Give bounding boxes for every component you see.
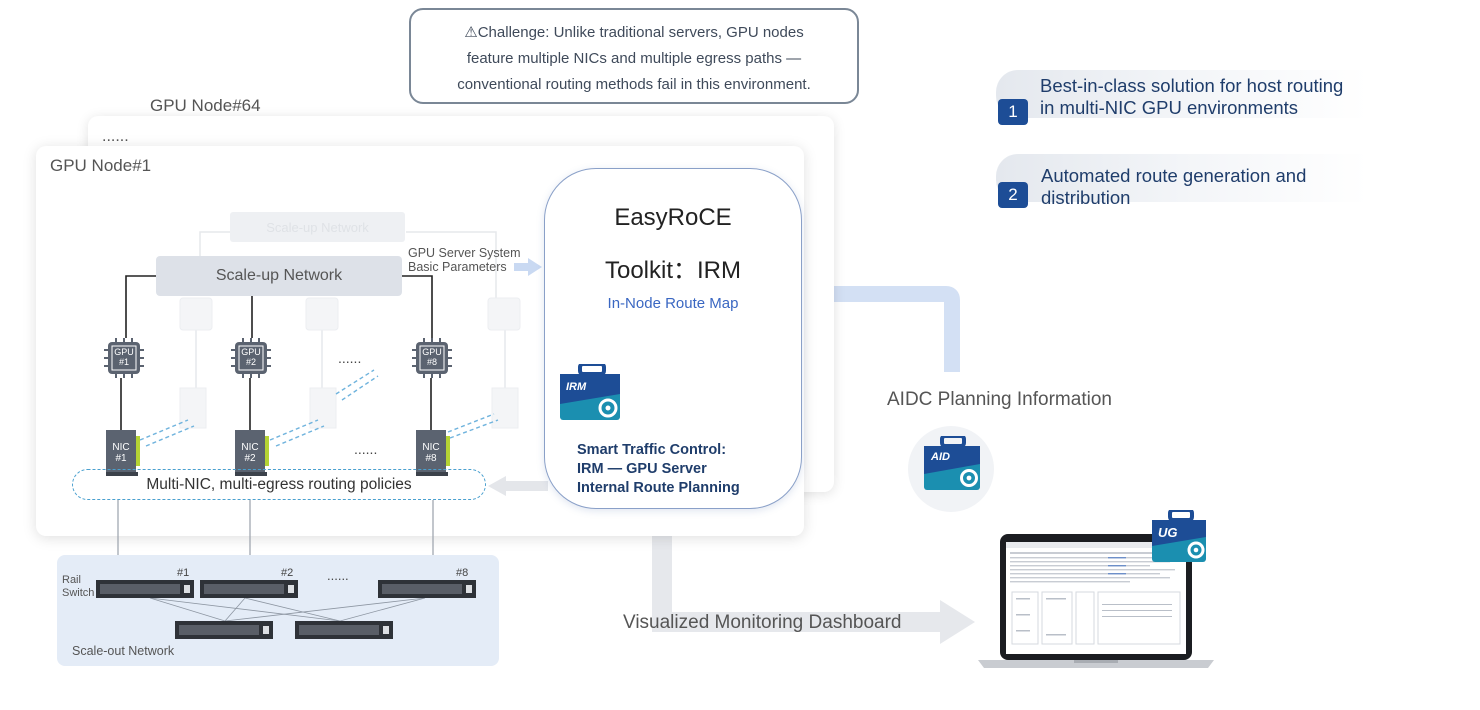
ghost-nics <box>179 387 519 429</box>
irm-toolkit-panel <box>544 168 802 509</box>
irm-icon-label: IRM <box>566 381 587 393</box>
aidc-planning-label: AIDC Planning Information <box>887 389 1112 410</box>
challenge-line-3: conventional routing methods fail in thi… <box>457 76 811 93</box>
gpu-ellipsis: ...... <box>338 350 362 366</box>
gpu-node-64-label: GPU Node#64 <box>150 96 261 115</box>
gpu-chip-label-1: GPU <box>114 347 134 357</box>
nic-ellipsis: ...... <box>354 441 378 457</box>
peer-links <box>139 369 499 447</box>
scale-up-network: Scale-up Network <box>156 256 402 296</box>
multi-nic-policy-label: Multi-NIC, multi-egress routing policies <box>72 469 486 500</box>
irm-toolbox-icon: IRM <box>560 362 624 422</box>
feature-text: Automated route generation and distribut… <box>1041 165 1306 209</box>
gpu-chip: GPU #2 <box>231 338 271 378</box>
server-params-label: GPU Server System Basic Parameters <box>408 246 521 274</box>
gpu-chip-label-2: #1 <box>118 357 129 367</box>
aidc-toolbox-icon: AID <box>924 434 984 492</box>
irm-to-dashboard-arrowhead <box>940 600 975 644</box>
feature-text-line-2: in multi-NIC GPU environments <box>1040 97 1299 118</box>
rail-switch-number: #1 <box>177 567 190 579</box>
ug-toolbox-icon: UG <box>1152 508 1210 564</box>
aidc-icon-label: AID <box>931 451 950 463</box>
irm-to-policy-arrow <box>488 476 548 496</box>
server-params-line-1: GPU Server System <box>408 246 521 260</box>
params-to-irm-arrow <box>514 258 542 276</box>
irm-desc-line-2: IRM — GPU Server <box>577 461 707 477</box>
ghost-gpus <box>179 297 521 331</box>
gpu-chip: GPU #8 <box>412 338 452 378</box>
scale-up-network-ghost: Scale-up Network <box>230 212 405 242</box>
nic-card-label-1: NIC <box>112 442 130 453</box>
server-params-line-2: Basic Parameters <box>408 260 507 274</box>
feature-card <box>996 154 1368 202</box>
scale-out-network-label: Scale-out Network <box>72 644 175 658</box>
gpu-chip-label-2: #2 <box>245 357 256 367</box>
irm-description: Smart Traffic Control: IRM — GPU Server … <box>577 441 787 498</box>
irm-desc-line-3: Internal Route Planning <box>577 480 740 496</box>
nic-card-label-2: #8 <box>425 453 437 464</box>
main-links <box>120 275 433 430</box>
irm-title-easyroce: EasyRoCE <box>614 204 732 231</box>
challenge-callout: ⚠Challenge: Unlike traditional servers, … <box>409 8 859 104</box>
nic-card-icon <box>233 430 269 476</box>
irm-title-toolkit: Toolkit：IRM <box>604 257 742 284</box>
nic-card: NIC #8 <box>414 430 450 476</box>
nic-card-label-1: NIC <box>422 442 440 453</box>
irm-to-dashboard-arrow <box>652 510 940 632</box>
nic-card-label-2: #1 <box>115 453 127 464</box>
gpu-chip-label-1: GPU <box>422 347 442 357</box>
gpu-chip-label-2: #8 <box>426 357 437 367</box>
rail-switch-number: #8 <box>456 567 469 579</box>
gpu-chip: GPU #1 <box>104 338 144 378</box>
ug-icon-label: UG <box>1158 525 1178 540</box>
feature-card <box>996 70 1368 118</box>
gpu-node-ellipsis: ...... <box>102 128 129 145</box>
rail-switch-number: #2 <box>281 567 294 579</box>
irm-desc-line-1: Smart Traffic Control: <box>577 442 727 458</box>
gpu-chip-label-1: GPU <box>241 347 261 357</box>
feature-text-line-1: Best-in-class solution for host routing <box>1040 75 1344 96</box>
feature-text-line-1: Automated route generation and <box>1041 165 1307 186</box>
rail-switch-label-2: Switch <box>62 587 95 599</box>
scale-out-network-panel <box>57 555 499 666</box>
gpu-chip-icon <box>412 338 452 378</box>
feature-number: 2 <box>998 182 1028 208</box>
ghost-links <box>195 231 506 392</box>
rail-switch-label: Rail Switch <box>62 574 94 600</box>
nic-card-label-1: NIC <box>241 442 259 453</box>
irm-subtitle: In-Node Route Map <box>607 295 739 312</box>
challenge-line-2: feature multiple NICs and multiple egres… <box>466 50 802 67</box>
feature-text: Best-in-class solution for host routing … <box>1040 75 1343 119</box>
feature-text-line-2: distribution <box>1041 187 1131 208</box>
nic-card-icon <box>104 430 140 476</box>
nic-card: NIC #2 <box>233 430 269 476</box>
feature-number: 1 <box>998 99 1028 125</box>
monitoring-dashboard-label: Visualized Monitoring Dashboard <box>623 612 902 633</box>
rail-switch-ellipsis: ...... <box>327 568 349 583</box>
gpu-node-1-label: GPU Node#1 <box>50 156 152 175</box>
nic-card: NIC #1 <box>104 430 140 476</box>
nic-card-label-2: #2 <box>244 453 256 464</box>
aidc-to-irm-arrow <box>830 286 960 372</box>
switch-hardware <box>96 580 476 639</box>
gpu-chip-icon <box>231 338 271 378</box>
nic-card-icon <box>414 430 450 476</box>
gpu-chip-icon <box>104 338 144 378</box>
rail-switch-label-1: Rail <box>62 574 81 586</box>
challenge-line-1: ⚠Challenge: Unlike traditional servers, … <box>464 24 804 41</box>
